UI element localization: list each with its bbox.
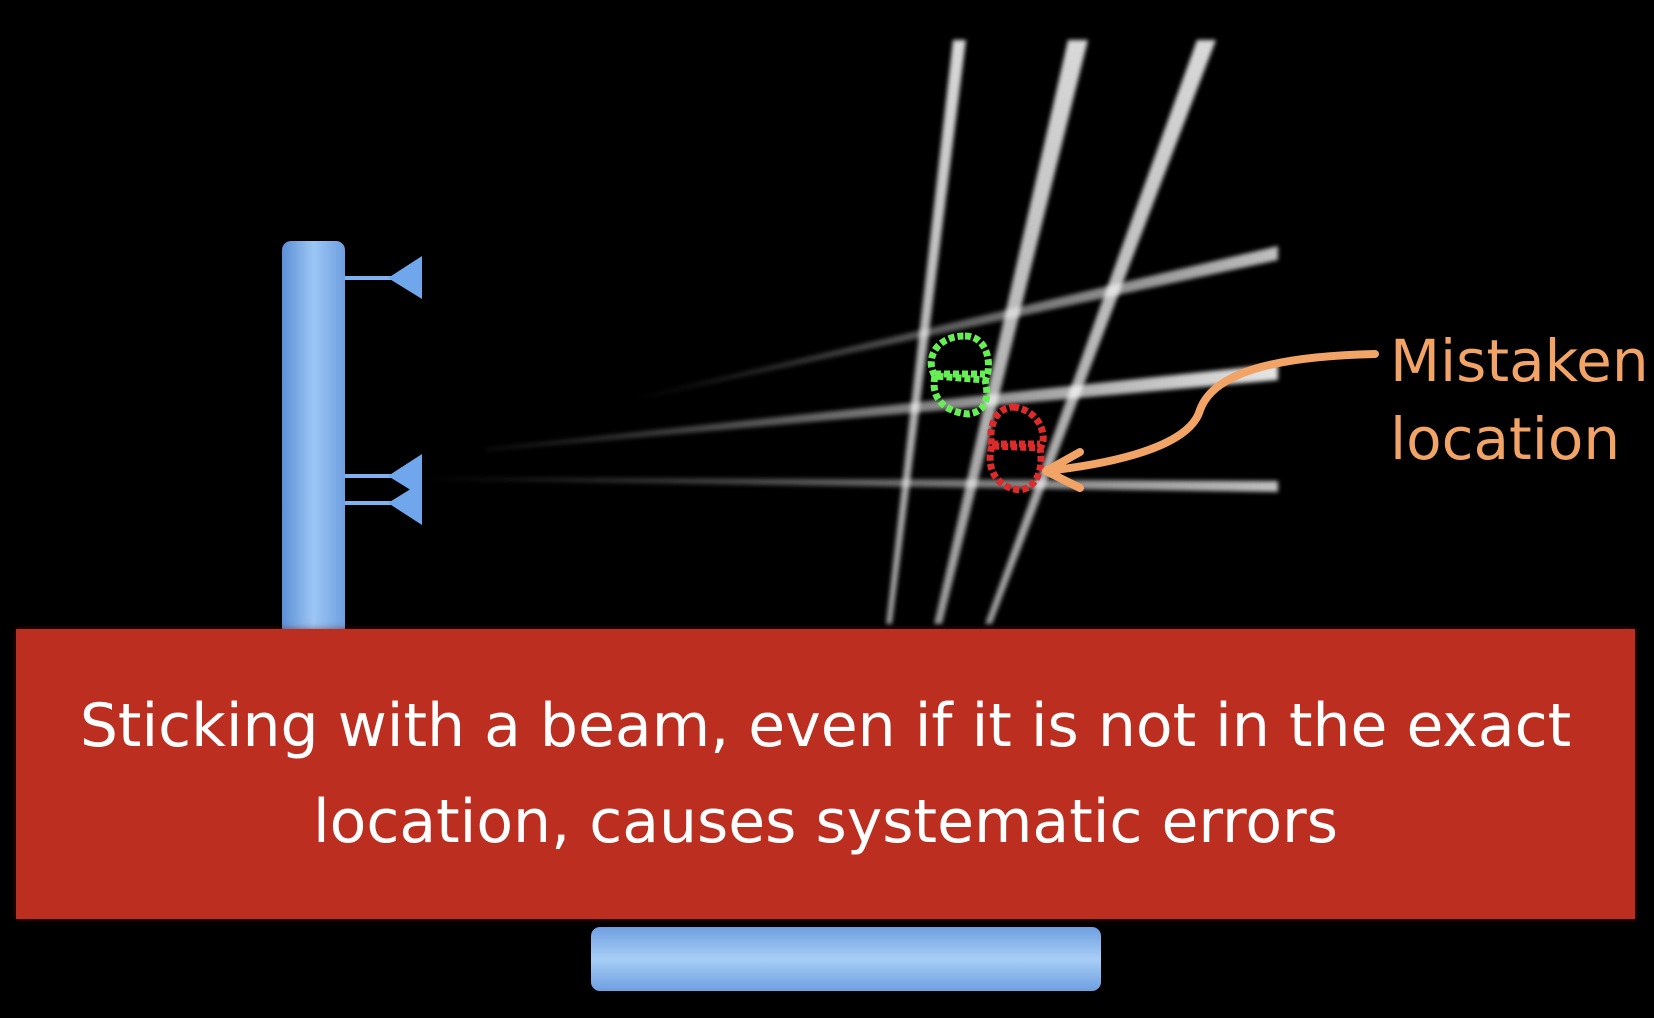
sensor-triangle-icon: [388, 256, 422, 299]
beam-steep-right: [985, 40, 1216, 624]
mistaken-location-marker: [986, 403, 1047, 494]
horizontal-beams: [420, 246, 1278, 492]
beam-steep-middle: [934, 40, 1088, 624]
base-detector: [591, 927, 1101, 991]
detector-bar: [282, 241, 345, 641]
banner-line-2: location, causes systematic errors: [313, 787, 1338, 857]
true-location-marker: [927, 332, 992, 418]
sensor-stub-top: [345, 256, 422, 299]
beam-middle: [485, 364, 1278, 451]
callout-line-2: location: [1390, 405, 1621, 473]
steep-beams: [886, 40, 1216, 624]
beam-steep-left: [886, 40, 966, 624]
callout-arrow: [1042, 350, 1379, 492]
beam-lower: [420, 477, 1278, 492]
banner-text: Sticking with a beam, even if it is not …: [50, 678, 1601, 870]
sensor-stub-lower: [345, 482, 422, 525]
arrowhead-icon: [1042, 448, 1084, 492]
banner-line-1: Sticking with a beam, even if it is not …: [79, 691, 1572, 761]
conclusion-banner: Sticking with a beam, even if it is not …: [16, 629, 1635, 919]
sensor-triangle-icon: [388, 454, 422, 497]
sensor-triangle-icon: [388, 482, 422, 525]
callout-label: Mistaken location: [1390, 322, 1650, 478]
sensor-stub-middle: [345, 454, 422, 497]
callout-line-1: Mistaken: [1390, 327, 1649, 395]
